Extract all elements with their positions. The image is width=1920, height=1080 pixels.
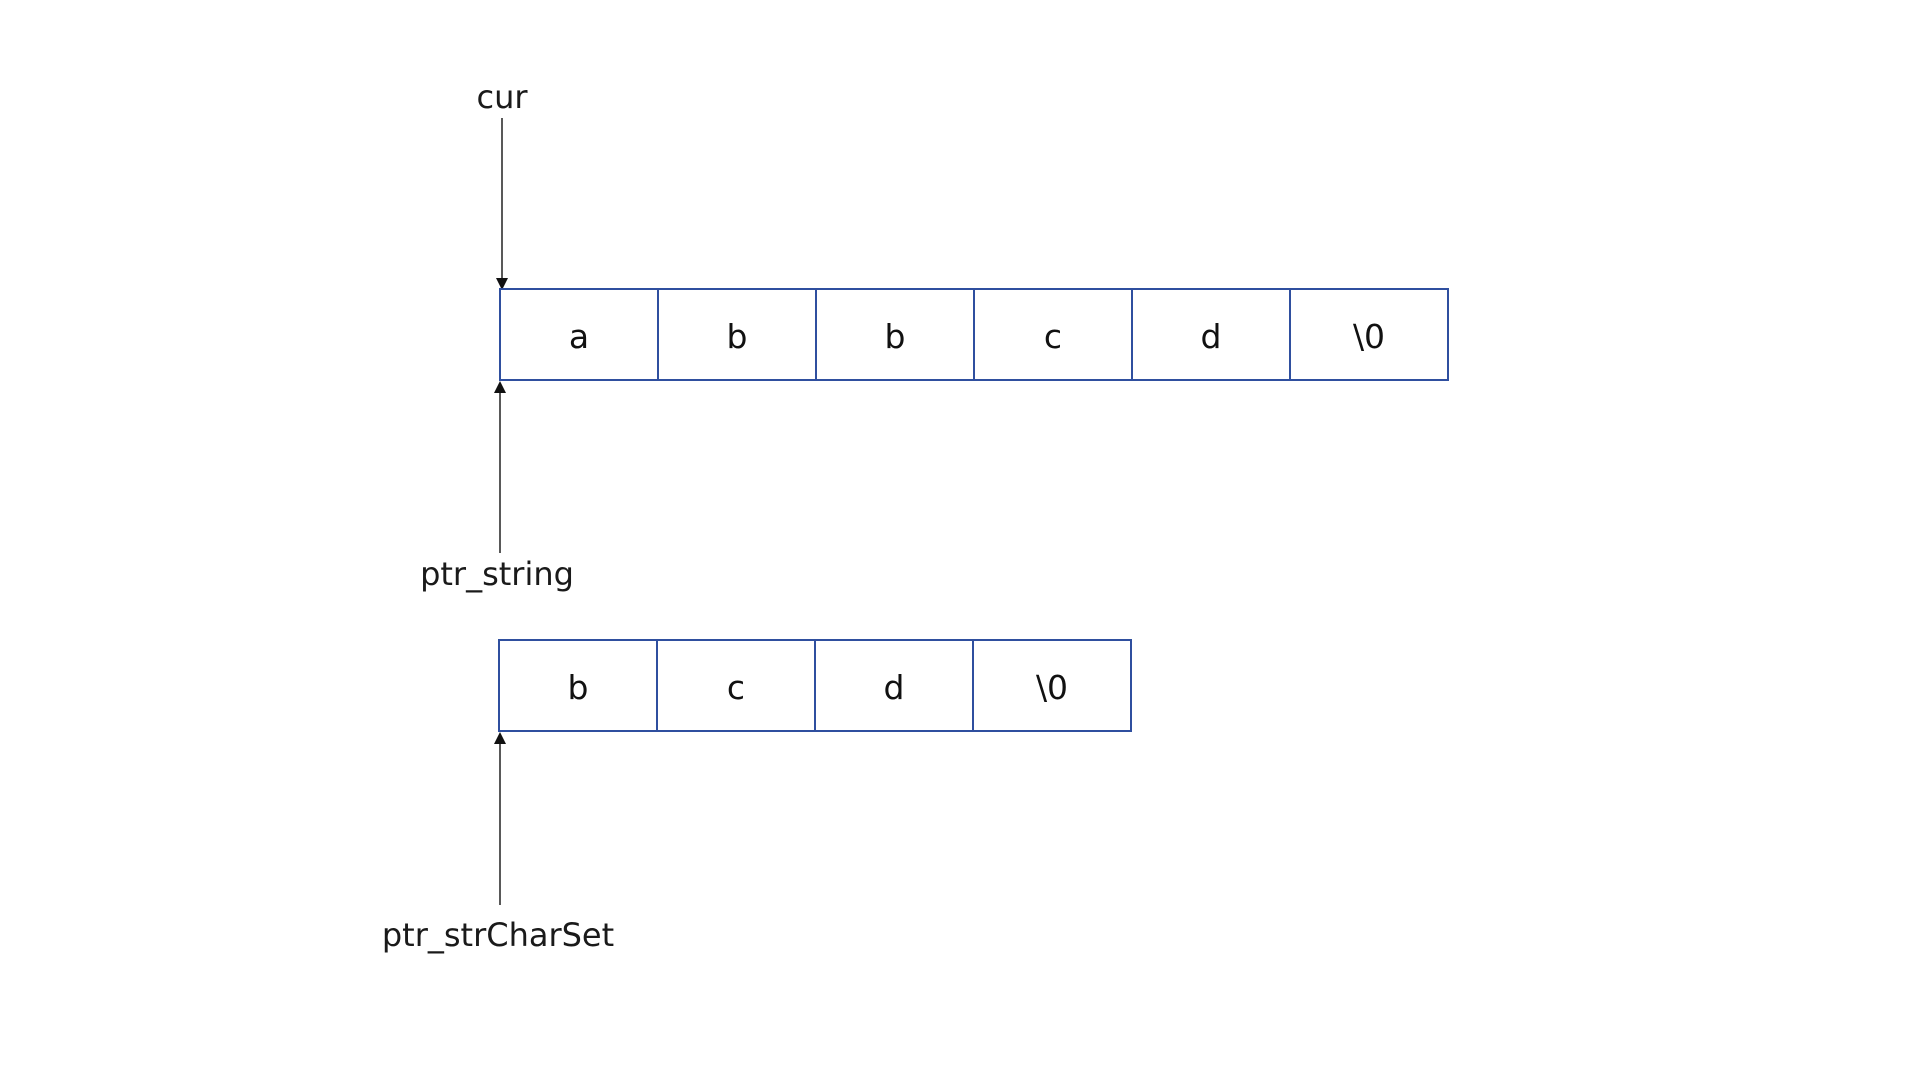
string-cell-4-value: d: [1201, 317, 1222, 356]
charset-cell-2: [814, 639, 974, 732]
ptr-strcharset-arrow-head: [494, 732, 506, 744]
string-cell-0-value: a: [569, 317, 589, 356]
string-cell-5: [1289, 288, 1449, 381]
string-cell-1: [657, 288, 817, 381]
charset-array: b c d \0: [498, 639, 1132, 732]
charset-cell-1-value: c: [727, 668, 745, 707]
charset-cell-3-value: \0: [1036, 668, 1068, 707]
charset-cell-2-value: d: [884, 668, 905, 707]
charset-cell-0-value: b: [568, 668, 589, 707]
cur-label: cur: [476, 78, 528, 116]
ptr-strcharset-label: ptr_strCharSet: [382, 916, 614, 954]
ptr-string-label: ptr_string: [420, 555, 574, 593]
charset-cell-3: [972, 639, 1132, 732]
string-cell-1-value: b: [727, 317, 748, 356]
string-cell-3: [973, 288, 1133, 381]
string-cell-5-value: \0: [1353, 317, 1385, 356]
string-cell-0: [499, 288, 659, 381]
string-cell-2: [815, 288, 975, 381]
string-array: a b b c d \0: [499, 288, 1449, 381]
string-cell-2-value: b: [885, 317, 906, 356]
cur-arrow-head: [496, 278, 508, 290]
string-cell-3-value: c: [1044, 317, 1062, 356]
charset-cell-1: [656, 639, 816, 732]
ptr-string-arrow-head: [494, 381, 506, 393]
